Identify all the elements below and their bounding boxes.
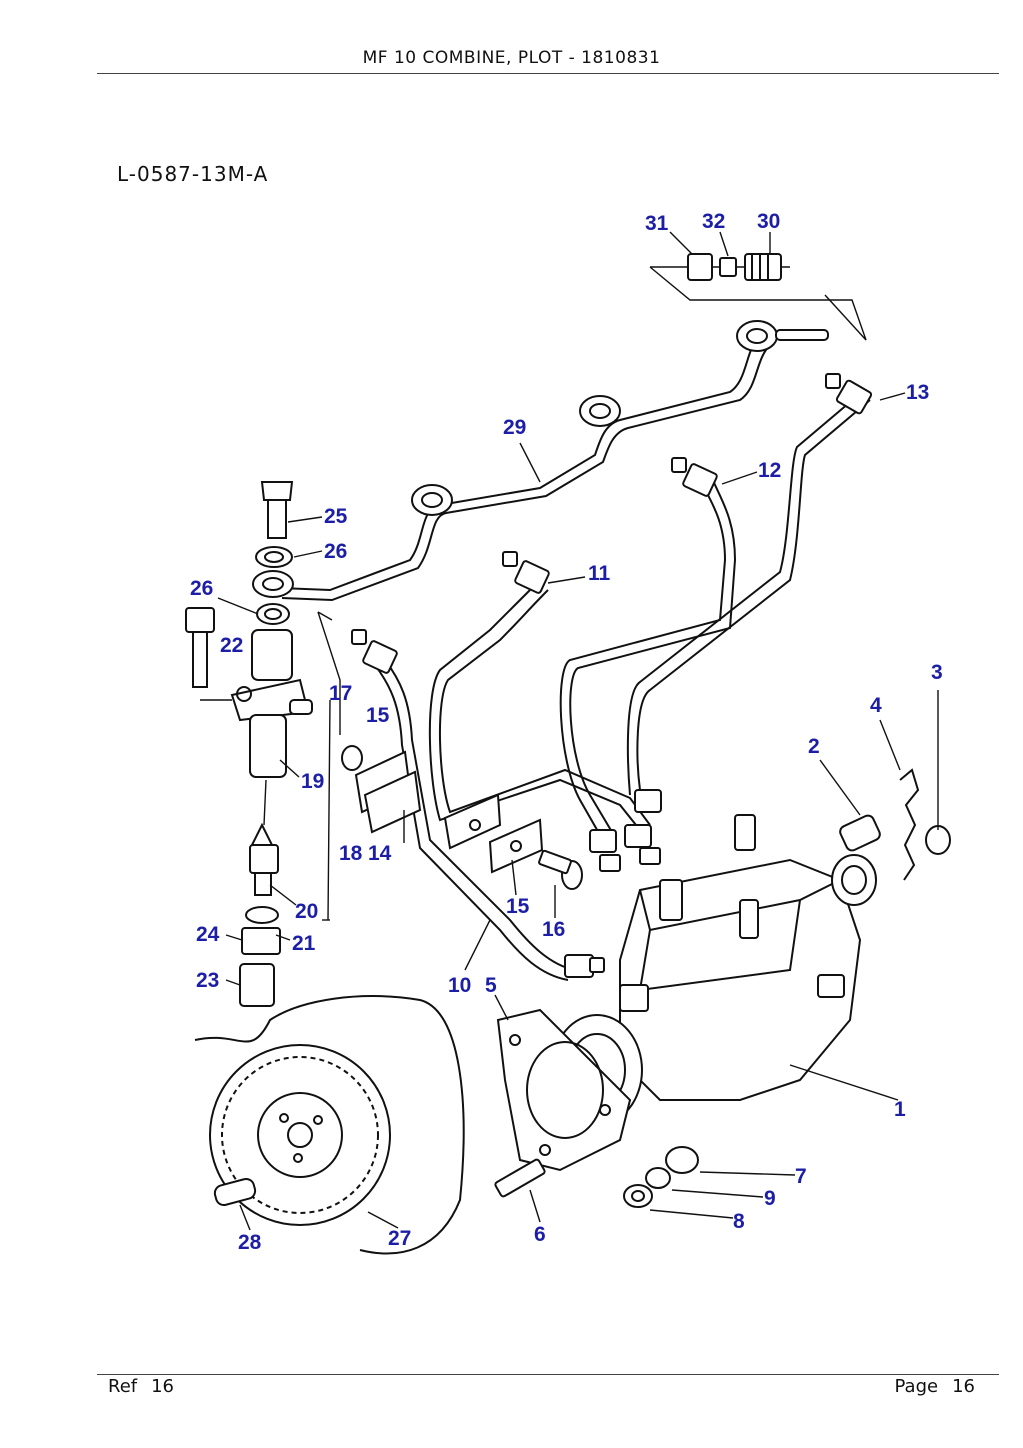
fitting-group-30-32 — [649, 253, 867, 341]
injector-pipes — [279, 334, 871, 981]
footer-page: Page 16 — [895, 1376, 989, 1397]
leader-lines — [217, 231, 939, 1231]
callout-1: 1 — [894, 1098, 906, 1121]
callout-20: 20 — [295, 900, 318, 923]
callout-3: 3 — [931, 661, 943, 684]
stud-6 — [494, 1158, 546, 1198]
drive-gear — [194, 995, 465, 1255]
injector-assembly — [185, 481, 341, 1007]
callout-29: 29 — [503, 416, 526, 439]
ref-label: Ref — [108, 1376, 138, 1397]
callout-24: 24 — [196, 923, 220, 946]
callout-25: 25 — [324, 505, 348, 528]
callout-13: 13 — [906, 381, 929, 404]
gasket-5 — [496, 1008, 632, 1172]
drawing-code: L-0587-13M-A — [117, 162, 269, 186]
page-label: Page — [894, 1376, 939, 1397]
callout-21: 21 — [292, 932, 316, 955]
pipe-clamps — [341, 745, 544, 874]
callout-7: 7 — [795, 1165, 807, 1188]
callout-16: 16 — [542, 918, 565, 941]
callout-23: 23 — [196, 969, 219, 992]
page-value: 16 — [952, 1376, 975, 1397]
callout-17: 17 — [329, 682, 352, 705]
callout-8: 8 — [733, 1210, 745, 1233]
adapter-chain-cap — [839, 768, 951, 881]
callout-12: 12 — [758, 459, 781, 482]
callout-19: 19 — [301, 770, 324, 793]
callout-26b: 26 — [190, 577, 213, 600]
footer-divider — [97, 1374, 999, 1375]
nut-washers — [623, 1146, 699, 1208]
callout-15b: 15 — [506, 895, 530, 918]
callout-2: 2 — [808, 735, 820, 758]
callout-labels: 31 32 30 13 29 12 25 26 11 26 22 3 17 15… — [190, 210, 943, 1254]
callout-5: 5 — [485, 974, 497, 997]
ref-value: 16 — [151, 1376, 175, 1397]
callout-31: 31 — [645, 212, 669, 235]
callout-14: 14 — [368, 842, 392, 865]
callout-32: 32 — [702, 210, 725, 233]
callout-18: 18 — [339, 842, 363, 865]
bolt-16 — [538, 849, 583, 890]
callout-30: 30 — [757, 210, 780, 233]
callout-4: 4 — [870, 694, 882, 717]
header-divider — [97, 73, 999, 74]
callout-22: 22 — [220, 634, 243, 657]
callout-9: 9 — [764, 1187, 776, 1210]
callout-27: 27 — [388, 1227, 411, 1250]
pipe-nuts — [351, 373, 873, 978]
callout-28: 28 — [238, 1231, 262, 1254]
banjo-fittings — [252, 320, 829, 598]
callout-6: 6 — [534, 1223, 546, 1246]
footer-ref: Ref 16 — [108, 1376, 188, 1397]
callout-15a: 15 — [366, 704, 390, 727]
page-title: MF 10 COMBINE, PLOT - 1810831 — [362, 48, 661, 68]
callout-11: 11 — [588, 562, 611, 585]
callout-26a: 26 — [324, 540, 347, 563]
callout-10: 10 — [448, 974, 471, 997]
